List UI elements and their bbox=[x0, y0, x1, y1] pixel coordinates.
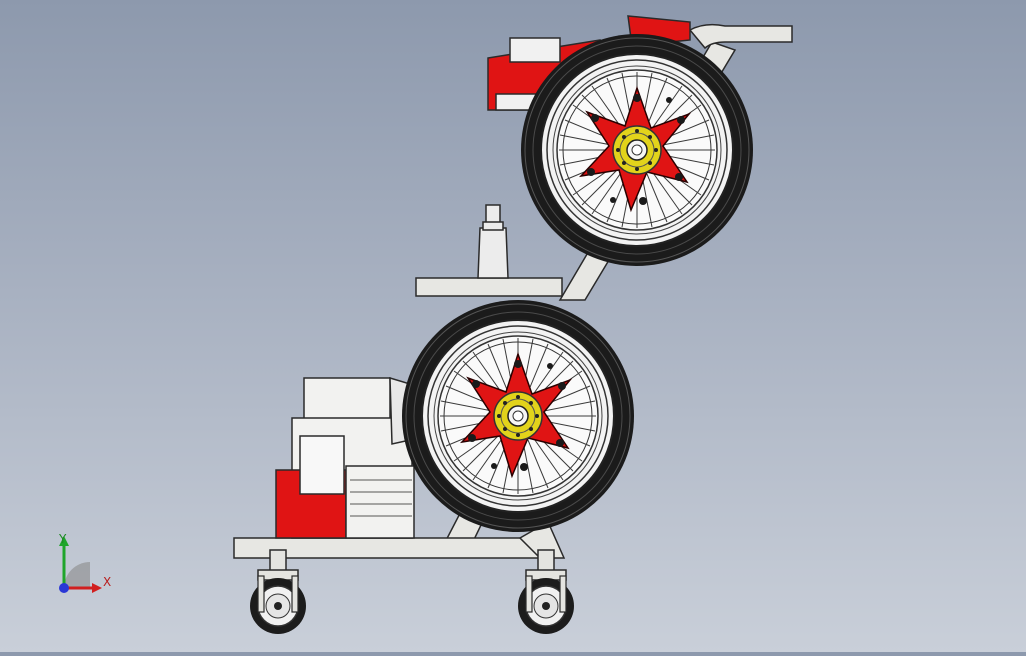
bottle[interactable] bbox=[477, 204, 509, 279]
lower-wheel[interactable] bbox=[401, 299, 635, 533]
y-axis-label: Y bbox=[59, 532, 67, 546]
z-axis-dot bbox=[59, 583, 69, 593]
lower-engine-unit[interactable] bbox=[275, 376, 415, 539]
left-caster[interactable] bbox=[249, 549, 307, 635]
upper-wheel[interactable] bbox=[520, 33, 754, 267]
orientation-triad bbox=[59, 536, 102, 593]
right-caster[interactable] bbox=[517, 549, 575, 635]
x-axis-label: X bbox=[103, 575, 112, 589]
